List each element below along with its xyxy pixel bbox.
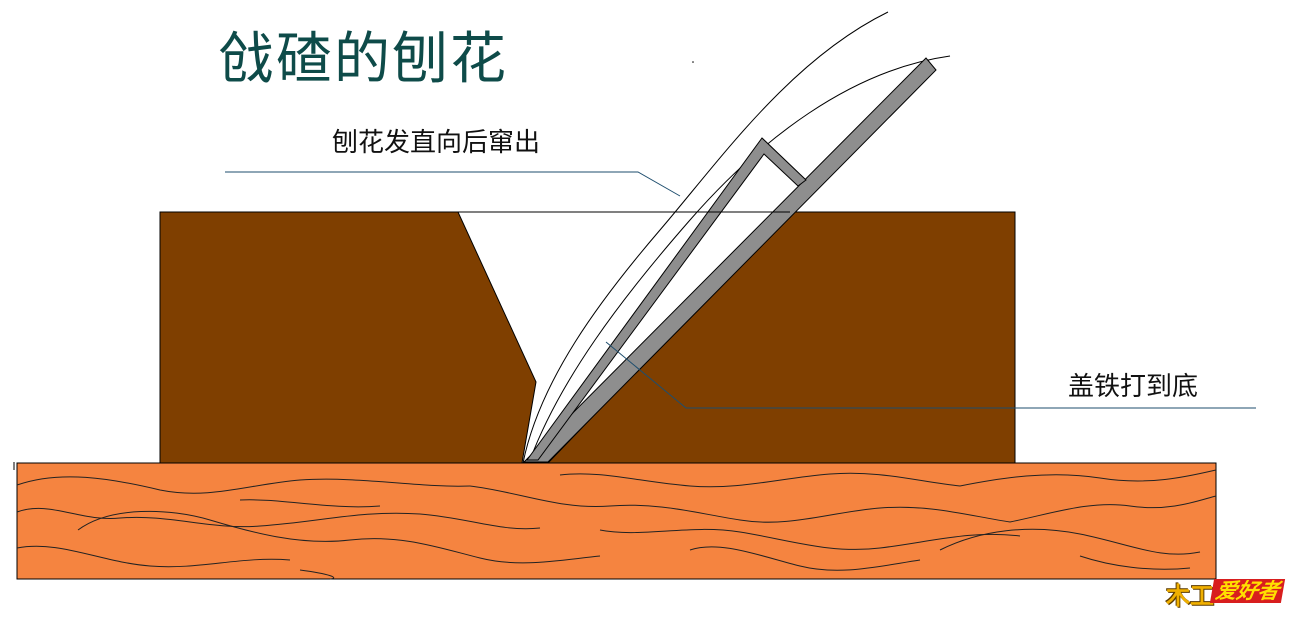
shaving-inner-curve bbox=[529, 55, 951, 461]
bench-board bbox=[16, 462, 1217, 580]
plane-iron bbox=[522, 57, 937, 463]
logo-text: 爱好者 bbox=[1209, 579, 1286, 603]
workpiece-block bbox=[159, 211, 537, 464]
page-title: 戗碴的刨花 bbox=[218, 27, 508, 92]
cap-iron-label: 盖铁打到底 bbox=[1068, 372, 1199, 402]
cap-iron bbox=[526, 137, 807, 461]
watermark-logo: 木工 爱好者 bbox=[1166, 576, 1292, 610]
shaving-exit-label: 刨花发直向后窜出 bbox=[332, 128, 541, 158]
shaving-outer-curve bbox=[522, 11, 889, 464]
leader-lines bbox=[225, 171, 1256, 409]
logo-mark: 木工 bbox=[1166, 582, 1214, 610]
wood-grain bbox=[16, 469, 1217, 580]
